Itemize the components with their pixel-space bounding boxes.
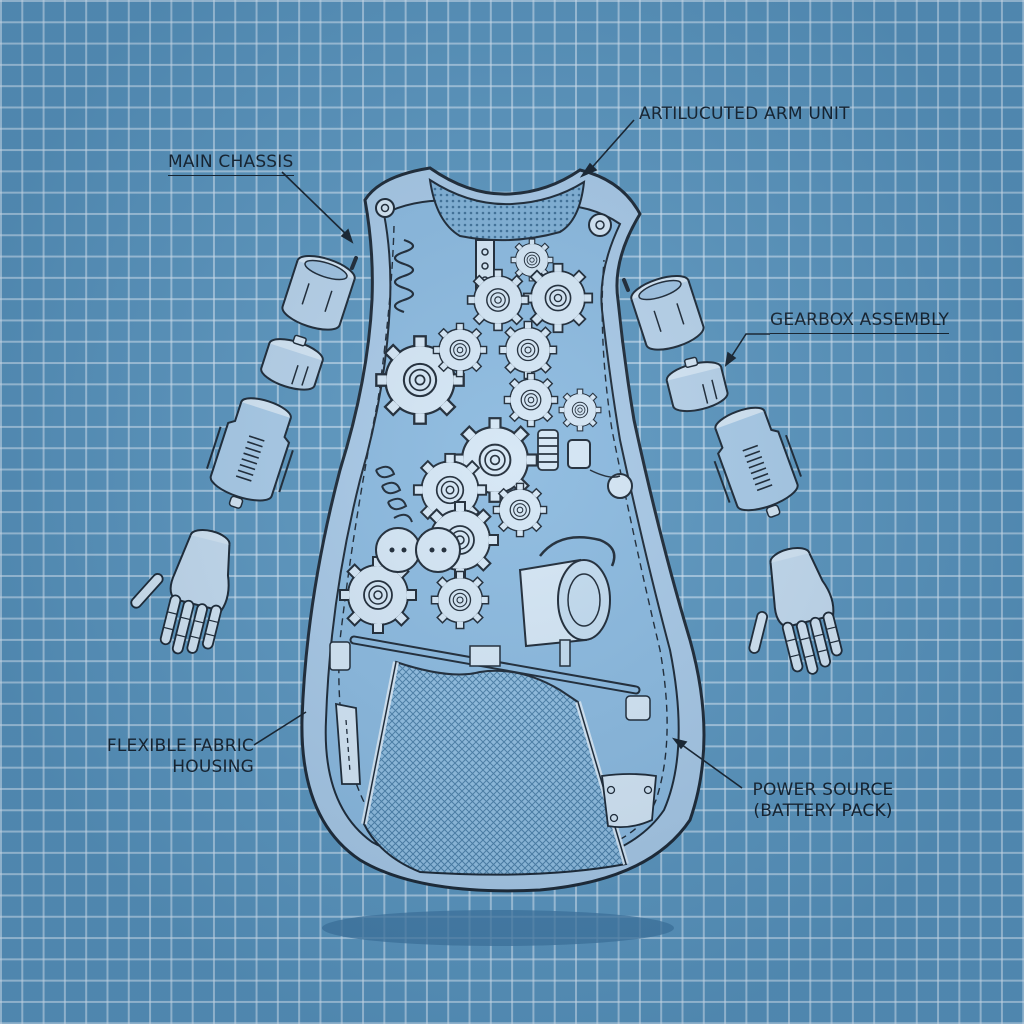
callout-line-1: POWER SOURCE — [752, 780, 894, 800]
right-shoulder-cylinder — [627, 269, 708, 357]
right-robotic-hand — [725, 540, 850, 689]
right-spring-actuator — [700, 397, 812, 530]
small-sensor — [567, 439, 591, 469]
motor — [518, 536, 616, 667]
neckline-mesh — [428, 177, 586, 242]
right-arm — [622, 269, 850, 689]
spring-vertical — [537, 429, 559, 471]
spring-middle — [375, 465, 413, 523]
ground-shadow — [322, 910, 674, 946]
lower-section — [329, 635, 657, 876]
rivet-left — [375, 198, 395, 218]
left-robotic-hand — [119, 514, 243, 663]
right-gearbox-ring — [661, 350, 731, 417]
spring-top — [393, 238, 415, 314]
callout-gearbox-assembly: GEARBOX ASSEMBLY — [770, 310, 950, 334]
tag-strip — [335, 702, 361, 785]
callout-line-2: (BATTERY PACK) — [753, 801, 893, 821]
side-pocket — [601, 773, 657, 829]
callout-line-1: FLEXIBLE FABRIC — [106, 736, 254, 756]
callout-power-source: POWER SOURCE (BATTERY PACK) — [742, 780, 904, 822]
left-spring-actuator — [197, 388, 306, 520]
left-shoulder-cylinder — [278, 249, 359, 337]
twin-buttons — [375, 527, 461, 573]
leader-lines — [253, 119, 770, 789]
callout-main-chassis: MAIN CHASSIS — [168, 152, 294, 176]
gear-cluster — [339, 238, 633, 667]
callout-line-2: HOUSING — [172, 757, 254, 777]
left-gearbox-ring — [257, 327, 329, 396]
rivet-right — [588, 213, 612, 237]
callout-flexible-fabric-housing: FLEXIBLE FABRIC HOUSING — [100, 736, 254, 778]
left-arm — [119, 249, 359, 663]
callout-articulated-arm-unit: ARTILUCUTED ARM UNIT — [639, 104, 850, 124]
